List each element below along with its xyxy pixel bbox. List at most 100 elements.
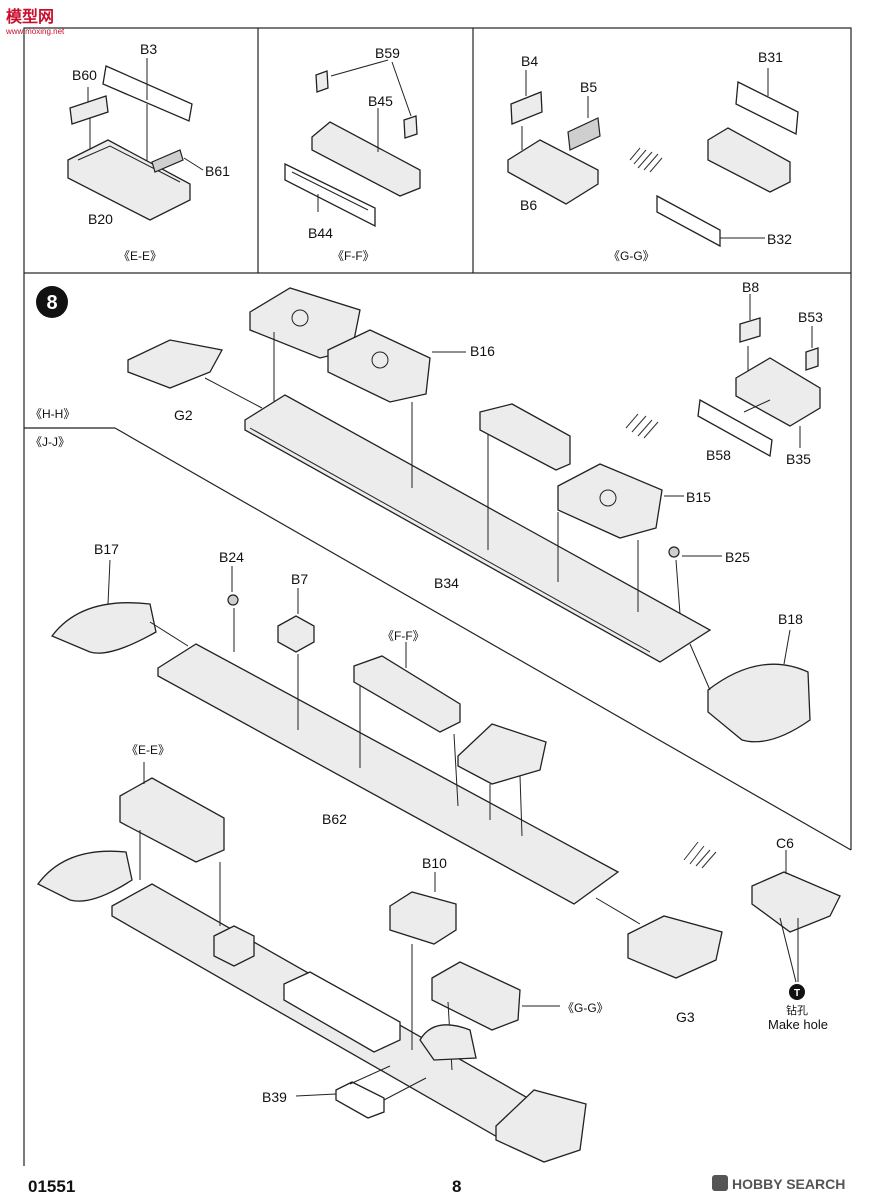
part-b25 xyxy=(668,546,680,558)
part-lower-end xyxy=(495,1089,587,1163)
make-hole-symbol: T xyxy=(794,988,800,999)
panel-ff: B59 B45 B44 《F-F》 xyxy=(284,45,421,263)
part-b8 xyxy=(739,317,761,343)
part-b35 xyxy=(735,357,821,427)
part-b15 xyxy=(557,463,663,539)
label-b17: B17 xyxy=(94,541,119,557)
label-b4: B4 xyxy=(521,53,538,69)
watermark-sub: www.moxing.net xyxy=(5,27,65,36)
part-b59-right xyxy=(403,115,418,139)
step-number: 8 xyxy=(46,292,57,314)
part-b32 xyxy=(656,194,721,248)
part-b45 xyxy=(311,121,421,197)
part-b6 xyxy=(507,139,599,205)
part-b60 xyxy=(69,95,109,125)
section-label-hh: 《H-H》 xyxy=(30,407,75,421)
part-b31 xyxy=(735,80,799,136)
label-b44: B44 xyxy=(308,225,333,241)
watermark-main: 模型网 xyxy=(6,7,54,26)
part-b59-left xyxy=(315,70,329,93)
label-b58: B58 xyxy=(706,447,731,463)
part-b7 xyxy=(277,615,315,653)
step-number-badge: 8 xyxy=(36,286,68,318)
label-b10: B10 xyxy=(422,855,447,871)
part-b58 xyxy=(697,398,773,458)
label-b39: B39 xyxy=(262,1089,287,1105)
part-b61 xyxy=(151,149,184,173)
panel-title-gg: 《G-G》 xyxy=(608,249,655,263)
part-ff-box xyxy=(353,655,461,733)
label-b25: B25 xyxy=(725,549,750,565)
part-ramp xyxy=(457,723,547,785)
section-label-jj: 《J-J》 xyxy=(30,435,70,449)
part-b17 xyxy=(50,602,157,654)
label-b61: B61 xyxy=(205,163,230,179)
part-g3 xyxy=(627,915,723,979)
hobby-search-logo: HOBBY SEARCH xyxy=(712,1175,845,1192)
label-b62: B62 xyxy=(322,811,347,827)
label-b3: B3 xyxy=(140,41,157,57)
make-hole-icon: T xyxy=(789,984,805,1000)
part-lower-bracket xyxy=(213,925,255,967)
panel-gg: B4 B5 B31 B6 B32 《G-G》 xyxy=(507,49,799,263)
section-hatch-icon xyxy=(683,841,717,869)
make-hole-chinese: 钻孔 xyxy=(786,1003,808,1017)
part-gg-box xyxy=(431,961,521,1031)
label-b59: B59 xyxy=(375,45,400,61)
part-g2 xyxy=(127,339,223,389)
site-watermark-logo: 模型网 www.moxing.net xyxy=(5,7,65,36)
page-number: 8 xyxy=(452,1177,461,1196)
label-b35: B35 xyxy=(786,451,811,467)
top-panels-frame xyxy=(23,27,852,274)
part-b10 xyxy=(389,891,457,945)
hobby-search-text: HOBBY SEARCH xyxy=(732,1176,845,1192)
part-b16-tank-b xyxy=(327,329,431,403)
section-hatch-icon xyxy=(625,413,659,439)
part-lower-ramp xyxy=(419,1024,477,1061)
panel-ee: B3 B60 B61 B20 《E-E》 xyxy=(67,41,230,263)
label-b5: B5 xyxy=(580,79,597,95)
panel-title-ff: 《F-F》 xyxy=(332,249,375,263)
assembly-hh: B16 G2 B8 B53 B58 B35 B15 B34 B25 B18 xyxy=(127,279,823,743)
part-b4 xyxy=(510,91,543,125)
label-b15: B15 xyxy=(686,489,711,505)
label-b16: B16 xyxy=(470,343,495,359)
label-b34: B34 xyxy=(434,575,459,591)
part-b53 xyxy=(805,347,819,371)
part-b34-rail xyxy=(244,394,712,663)
section-hatch-icon xyxy=(629,147,663,173)
kit-code: 01551 xyxy=(28,1177,75,1196)
part-b5 xyxy=(567,117,601,151)
label-b24: B24 xyxy=(219,549,244,565)
label-g3: G3 xyxy=(676,1009,695,1025)
make-hole-english: Make hole xyxy=(768,1017,828,1032)
assembly-lower: 《E-E》 B10 《G-G》 B39 xyxy=(37,743,609,1163)
label-b32: B32 xyxy=(767,231,792,247)
label-b6: B6 xyxy=(520,197,537,213)
panel-title-ee: 《E-E》 xyxy=(118,249,162,263)
label-b18: B18 xyxy=(778,611,803,627)
part-b62-rail xyxy=(157,643,620,905)
label-b53: B53 xyxy=(798,309,823,325)
label-c6: C6 xyxy=(776,835,794,851)
label-b31: B31 xyxy=(758,49,783,65)
part-b39 xyxy=(335,1081,385,1119)
label-b20: B20 xyxy=(88,211,113,227)
callout-ff: 《F-F》 xyxy=(382,629,425,643)
callout-gg: 《G-G》 xyxy=(562,1001,609,1015)
part-rail-box xyxy=(479,403,571,471)
part-lower-rack xyxy=(283,971,401,1053)
label-b8: B8 xyxy=(742,279,759,295)
part-ee-box xyxy=(119,777,225,863)
part-b32-box xyxy=(707,127,791,193)
part-b24 xyxy=(227,594,239,606)
assembly-jj: T 钻孔 Make hole B17 B24 B7 《F-F》 B62 C6 G… xyxy=(50,541,841,1032)
part-c6 xyxy=(751,871,841,933)
step-frame xyxy=(23,273,852,1166)
callout-ee: 《E-E》 xyxy=(126,743,170,757)
label-b60: B60 xyxy=(72,67,97,83)
label-g2: G2 xyxy=(174,407,193,423)
part-b18 xyxy=(707,663,811,743)
part-b20-tray xyxy=(67,139,191,221)
